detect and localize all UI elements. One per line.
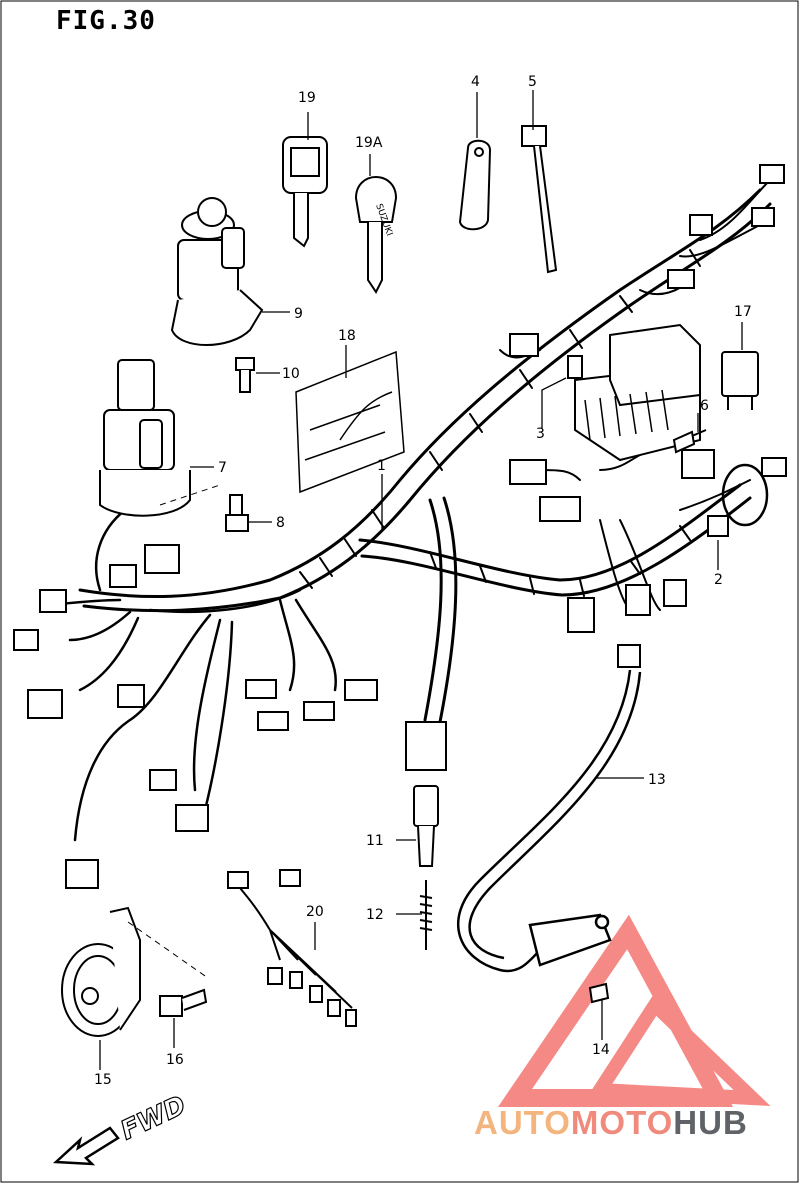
clamp-4	[458, 139, 492, 231]
side-stand-switch-lead-13	[457, 669, 642, 973]
watermark-part-hub: HUB	[673, 1104, 748, 1141]
switch-11	[413, 785, 439, 867]
connector-2	[707, 515, 729, 537]
screw-6	[672, 429, 707, 454]
tie-5	[521, 125, 558, 274]
callout-18: 18	[338, 328, 356, 344]
callout-3: 3	[536, 426, 545, 442]
label-sheet-18	[295, 350, 405, 494]
callout-6: 6	[700, 398, 709, 414]
callouts: 19 19A 4 5 17 9 10 7 8 18 1 3 6 2 11 12 …	[94, 74, 752, 1088]
watermark-part-moto: MOTO	[570, 1104, 674, 1141]
watermark-part-auto: AUTO	[474, 1104, 571, 1141]
callout-10: 10	[282, 366, 300, 382]
callout-17: 17	[734, 304, 752, 320]
ignition-switch-9	[170, 197, 264, 346]
horn-15	[61, 906, 141, 1037]
key-19	[282, 136, 328, 248]
leader-lines	[99, 90, 743, 1070]
callout-19a: 19A	[355, 135, 383, 151]
fuse-box	[567, 323, 701, 462]
spring-12	[419, 880, 433, 950]
callout-8: 8	[276, 515, 285, 531]
callout-13: 13	[648, 772, 666, 788]
fwd-arrow	[52, 1126, 120, 1166]
callout-20: 20	[306, 904, 324, 920]
callout-2: 2	[714, 572, 723, 588]
callout-14: 14	[592, 1042, 610, 1058]
connectors	[13, 164, 787, 889]
callout-9: 9	[294, 306, 303, 322]
callout-1: 1	[377, 458, 386, 474]
fwd-label: FWD	[116, 1090, 190, 1146]
sub-harness-20	[227, 869, 357, 1027]
watermark-text: AUTOMOTOHUB	[474, 1104, 748, 1142]
figure-title: FIG.30	[56, 6, 156, 36]
assembly-guides	[127, 484, 221, 979]
callout-12: 12	[366, 907, 384, 923]
relay	[721, 351, 759, 410]
callout-11: 11	[366, 833, 384, 849]
bolt-16	[159, 988, 208, 1017]
callout-19: 19	[298, 90, 316, 106]
watermark-logo	[497, 914, 771, 1107]
ignition-switch-7	[99, 359, 191, 517]
callout-16: 16	[166, 1052, 184, 1068]
callout-4: 4	[471, 74, 480, 90]
screw-8	[225, 494, 249, 532]
callout-15: 15	[94, 1072, 112, 1088]
screw-14	[588, 982, 610, 1004]
key-19a: SUZUKI	[354, 176, 398, 294]
callout-5: 5	[528, 74, 537, 90]
callout-7: 7	[218, 460, 227, 476]
screw-10	[235, 357, 255, 393]
